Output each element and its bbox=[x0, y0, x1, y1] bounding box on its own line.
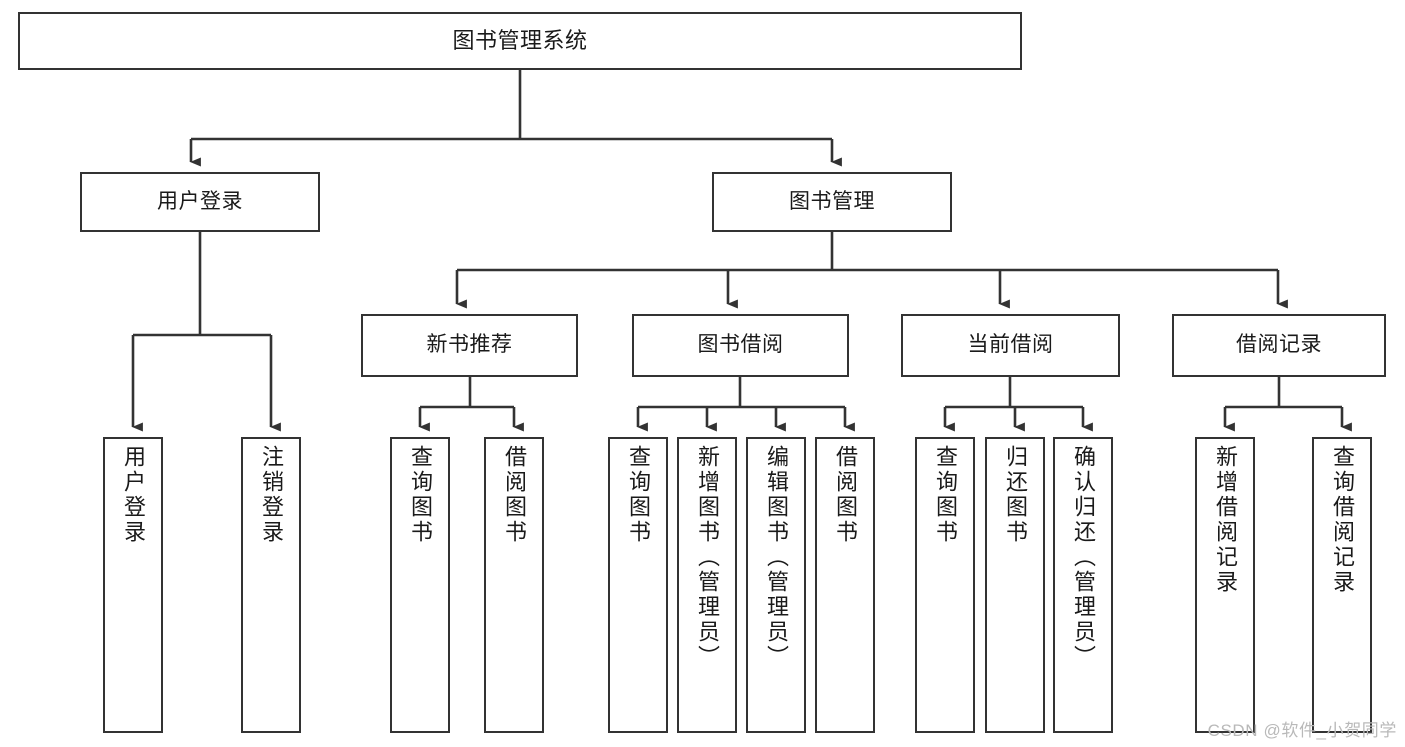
node-borrow-record-label: 借阅记录 bbox=[1236, 333, 1322, 357]
node-root-label: 图书管理系统 bbox=[452, 28, 588, 54]
node-book-manage[interactable]: 图书管理 bbox=[712, 172, 952, 232]
node-leaf-return-book-label: 归还图书 bbox=[1003, 445, 1028, 545]
node-user-login-label: 用户登录 bbox=[157, 189, 243, 213]
node-leaf-borrow-book-1-label: 借阅图书 bbox=[502, 445, 527, 545]
node-leaf-add-record[interactable]: 新增借阅记录 bbox=[1195, 437, 1255, 733]
node-leaf-query-book-1[interactable]: 查询图书 bbox=[390, 437, 450, 733]
node-leaf-query-record-label: 查询借阅记录 bbox=[1330, 445, 1355, 595]
node-leaf-query-record[interactable]: 查询借阅记录 bbox=[1312, 437, 1372, 733]
node-leaf-query-book-2[interactable]: 查询图书 bbox=[608, 437, 668, 733]
node-leaf-confirm-return[interactable]: 确认归还（管理员） bbox=[1053, 437, 1113, 733]
node-leaf-query-book-1-label: 查询图书 bbox=[408, 445, 433, 545]
node-leaf-add-book[interactable]: 新增图书（管理员） bbox=[677, 437, 737, 733]
node-new-book-recommend[interactable]: 新书推荐 bbox=[361, 314, 578, 377]
node-leaf-return-book[interactable]: 归还图书 bbox=[985, 437, 1045, 733]
node-user-login[interactable]: 用户登录 bbox=[80, 172, 320, 232]
node-book-manage-label: 图书管理 bbox=[789, 189, 875, 213]
node-leaf-confirm-return-label: 确认归还（管理员） bbox=[1071, 445, 1096, 670]
node-leaf-user-logout-label: 注销登录 bbox=[259, 445, 284, 545]
node-leaf-user-login-label: 用户登录 bbox=[121, 445, 146, 545]
node-new-book-recommend-label: 新书推荐 bbox=[426, 333, 513, 357]
node-leaf-add-book-label: 新增图书（管理员） bbox=[695, 445, 720, 670]
node-leaf-borrow-book-1[interactable]: 借阅图书 bbox=[484, 437, 544, 733]
node-leaf-user-logout[interactable]: 注销登录 bbox=[241, 437, 301, 733]
node-leaf-query-book-2-label: 查询图书 bbox=[626, 445, 651, 545]
node-book-borrow[interactable]: 图书借阅 bbox=[632, 314, 849, 377]
node-leaf-query-book-3[interactable]: 查询图书 bbox=[915, 437, 975, 733]
node-leaf-add-record-label: 新增借阅记录 bbox=[1213, 445, 1238, 595]
node-leaf-borrow-book-2-label: 借阅图书 bbox=[833, 445, 858, 545]
node-current-borrow[interactable]: 当前借阅 bbox=[901, 314, 1120, 377]
watermark: CSDN @软件_小贺同学 bbox=[1207, 721, 1397, 740]
node-leaf-edit-book[interactable]: 编辑图书（管理员） bbox=[746, 437, 806, 733]
node-current-borrow-label: 当前借阅 bbox=[967, 333, 1054, 357]
node-leaf-borrow-book-2[interactable]: 借阅图书 bbox=[815, 437, 875, 733]
node-borrow-record[interactable]: 借阅记录 bbox=[1172, 314, 1386, 377]
node-root[interactable]: 图书管理系统 bbox=[18, 12, 1022, 70]
node-leaf-user-login[interactable]: 用户登录 bbox=[103, 437, 163, 733]
node-book-borrow-label: 图书借阅 bbox=[697, 333, 784, 357]
node-leaf-edit-book-label: 编辑图书（管理员） bbox=[764, 445, 789, 670]
node-leaf-query-book-3-label: 查询图书 bbox=[933, 445, 958, 545]
